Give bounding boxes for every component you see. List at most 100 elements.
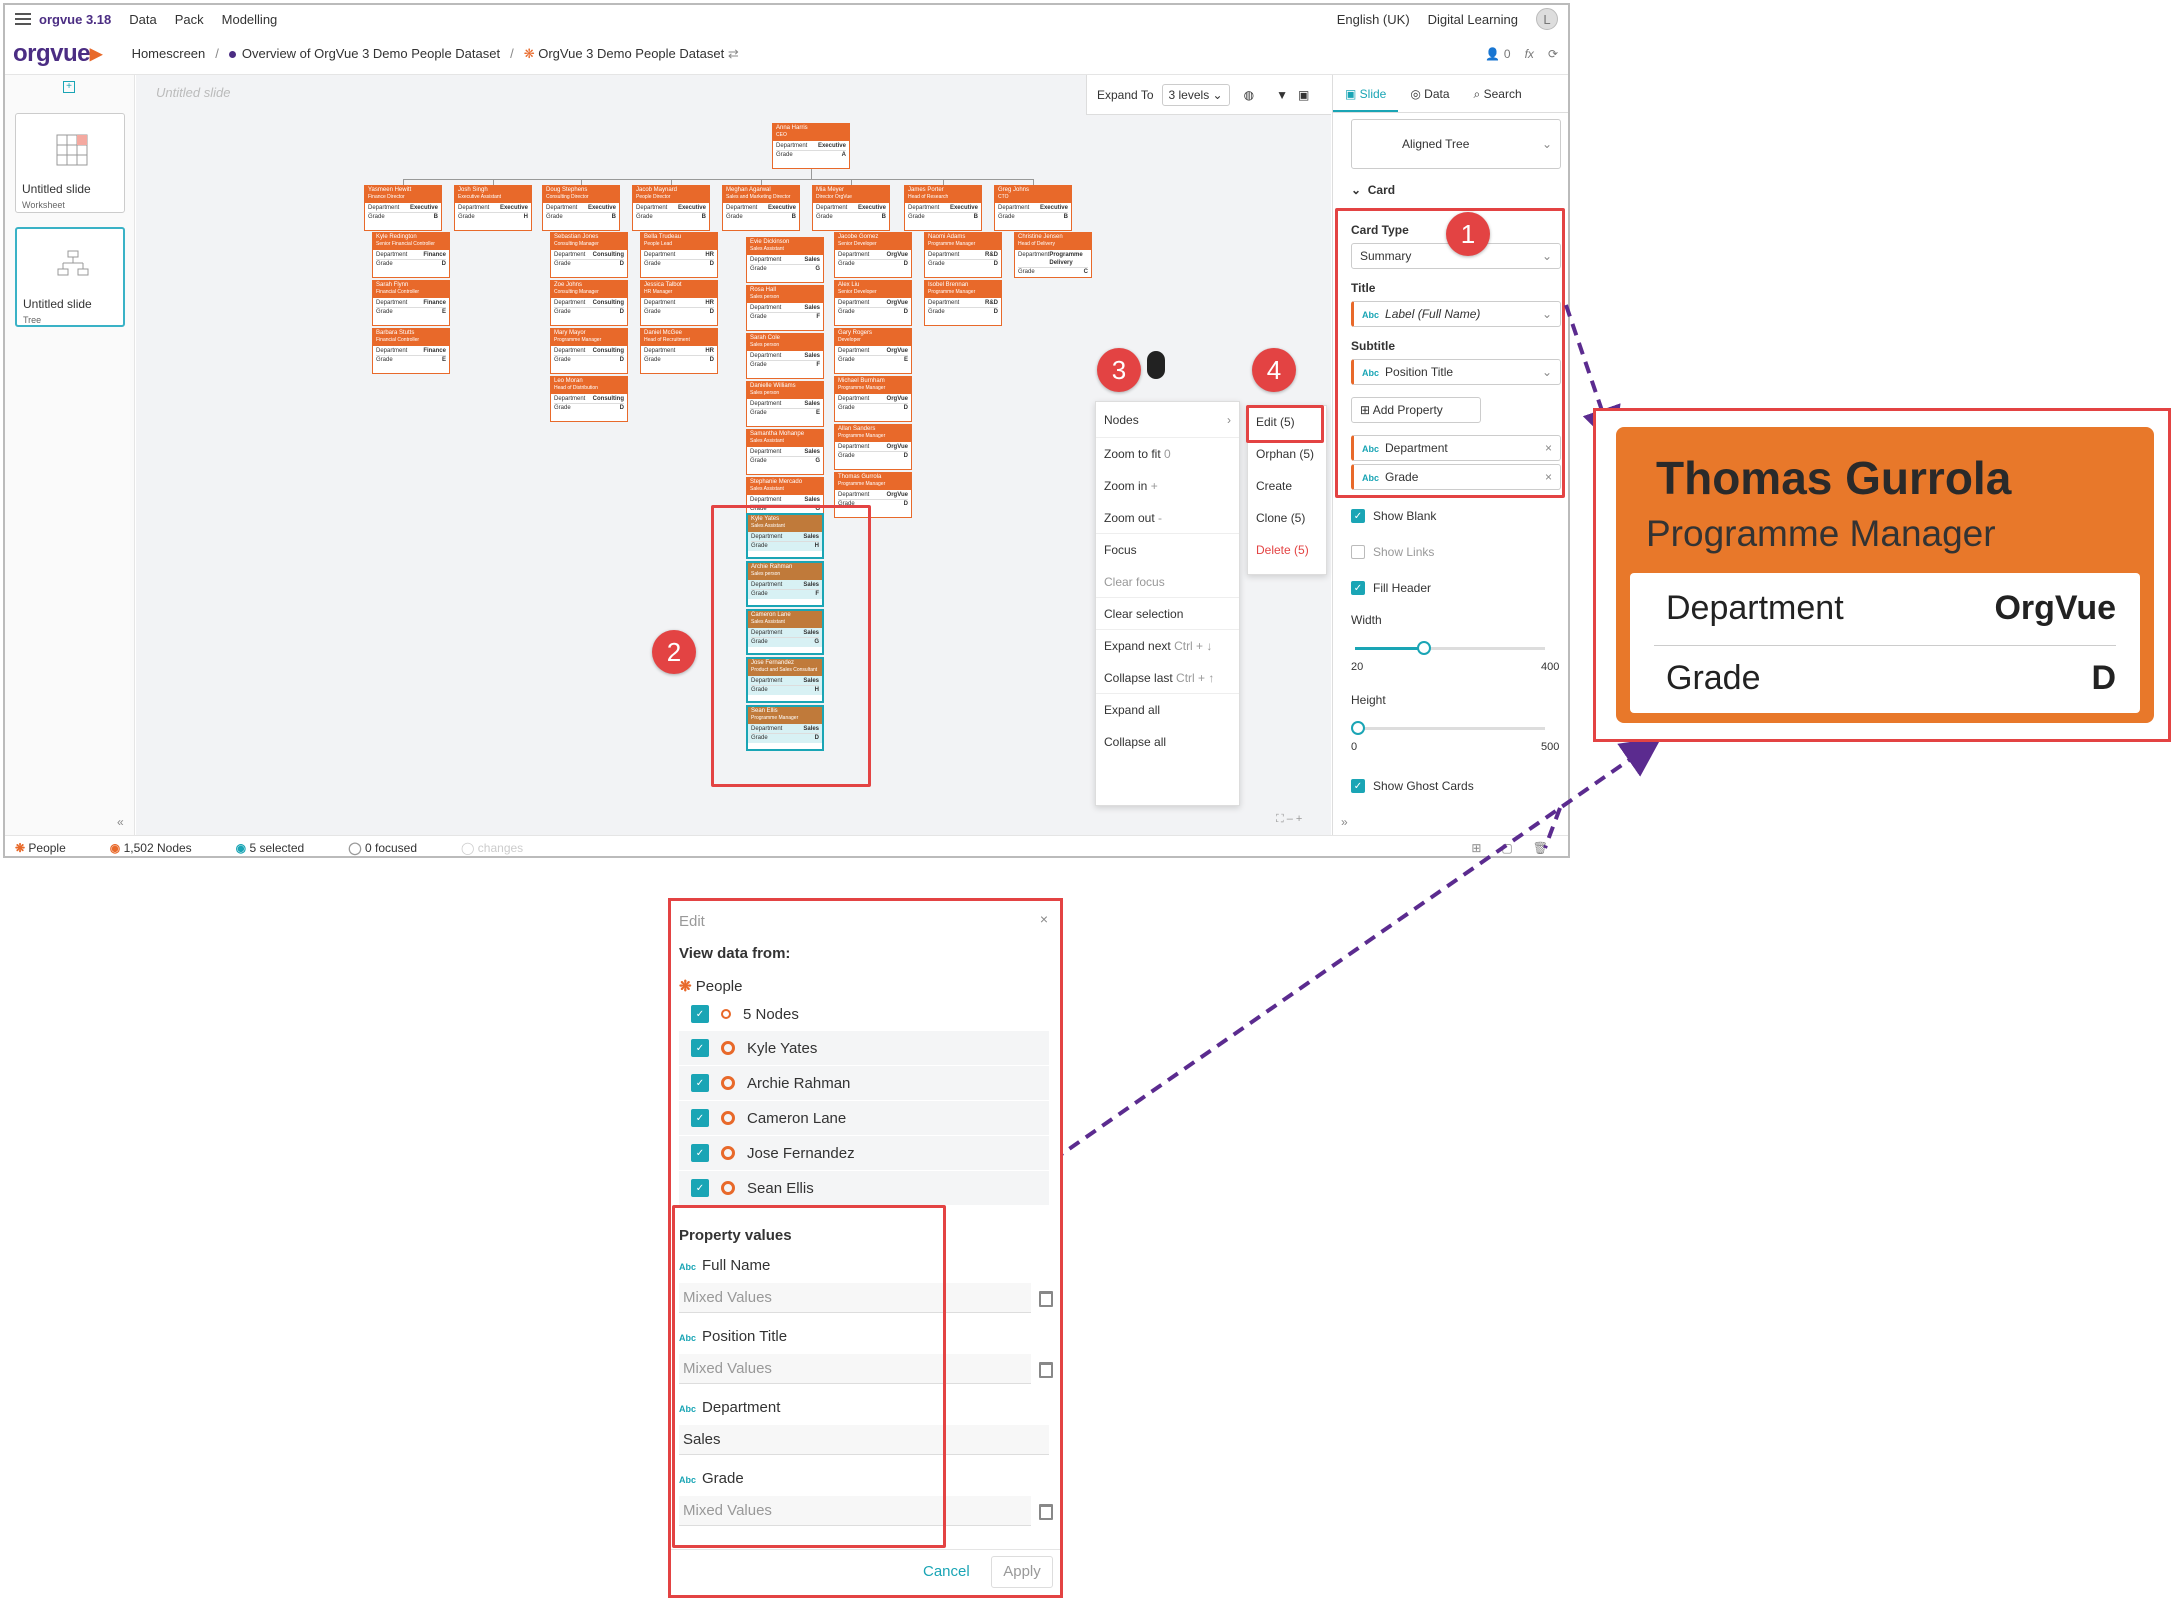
checkbox-icon[interactable]: ✓ — [691, 1109, 709, 1127]
submenu-clone[interactable]: Clone (5) — [1256, 511, 1306, 525]
menu-nodes[interactable]: Nodes› — [1096, 402, 1239, 438]
checkbox-icon[interactable]: ✓ — [691, 1074, 709, 1092]
breadcrumb-home[interactable]: Homescreen — [131, 46, 206, 61]
close-icon[interactable]: × — [1039, 911, 1048, 927]
checkbox-icon[interactable]: ✓ — [691, 1039, 709, 1057]
selected-status[interactable]: ◉ 5 selected — [235, 841, 305, 855]
tab-slide[interactable]: ▣ Slide — [1333, 75, 1399, 112]
dataset-status[interactable]: ❋ People — [15, 841, 66, 855]
tab-data[interactable]: ◎ Data — [1410, 87, 1450, 101]
zoom-controls[interactable]: ⛶ – + — [1276, 813, 1303, 825]
property-value-input[interactable]: Sales — [679, 1425, 1049, 1455]
slide-thumb-worksheet[interactable]: Untitled slide Worksheet — [15, 113, 125, 213]
orgvue-logo[interactable]: orgvue▸ — [13, 40, 102, 67]
checkbox-icon[interactable]: ✓ — [691, 1179, 709, 1197]
menu-clear-focus[interactable]: Clear focus — [1096, 566, 1239, 598]
menu-zoom-out[interactable]: Zoom out - — [1096, 502, 1239, 534]
slide-thumb-tree[interactable]: Untitled slide Tree — [15, 227, 125, 327]
person-row[interactable]: ✓Cameron Lane — [679, 1101, 1049, 1135]
expand-panel-icon[interactable]: » — [1341, 815, 1348, 829]
collapse-panel-icon[interactable]: « — [117, 815, 124, 829]
fill-header-checkbox[interactable]: ✓Fill Header — [1351, 581, 1431, 595]
property-value-input[interactable]: Mixed Values — [679, 1354, 1031, 1384]
status-actions[interactable]: ⊞ ▢ 🗑 — [1471, 841, 1548, 855]
trash-icon[interactable] — [1039, 1291, 1053, 1307]
cancel-button[interactable]: Cancel — [923, 1563, 970, 1580]
language-selector[interactable]: English (UK) — [1336, 11, 1410, 27]
person-row[interactable]: ✓Jose Fernandez — [679, 1136, 1049, 1170]
trash-icon[interactable] — [1039, 1504, 1053, 1520]
add-slide-icon[interactable]: + — [63, 81, 75, 93]
submenu-edit[interactable]: Edit (5) — [1256, 415, 1295, 429]
menu-data[interactable]: Data — [129, 11, 157, 27]
refresh-icon[interactable]: ⟳ — [1547, 46, 1558, 61]
apply-button[interactable]: Apply — [991, 1556, 1053, 1588]
submenu-orphan[interactable]: Orphan (5) — [1256, 447, 1315, 461]
layout-select[interactable]: Aligned Tree⌄ — [1351, 119, 1561, 169]
menu-pack[interactable]: Pack — [174, 11, 204, 27]
menu-collapse-last[interactable]: Collapse last Ctrl + ↑ — [1096, 662, 1239, 694]
expand-levels-select[interactable]: 3 levels ⌄ — [1161, 83, 1230, 106]
width-slider[interactable] — [1355, 641, 1545, 655]
menu-focus[interactable]: Focus — [1104, 543, 1137, 557]
person-row[interactable]: ✓Kyle Yates — [679, 1031, 1049, 1065]
filter-icon[interactable]: ▼ — [1276, 87, 1288, 102]
breadcrumb-dataset[interactable]: ❋ OrgVue 3 Demo People Dataset ⇄ — [523, 45, 739, 61]
property-value-input[interactable]: Mixed Values — [679, 1283, 1031, 1313]
checkbox-icon[interactable]: ✓ — [691, 1144, 709, 1162]
menu-expand-all[interactable]: Expand all — [1104, 703, 1161, 717]
formula-icon[interactable]: fx — [1524, 46, 1534, 61]
menu-zoom-in[interactable]: Zoom in + — [1104, 479, 1158, 493]
person-row[interactable]: ✓Archie Rahman — [679, 1066, 1049, 1100]
menu-zoom-to-fit[interactable]: Zoom to fit 0 — [1104, 447, 1171, 461]
avatar[interactable]: L — [1536, 8, 1558, 30]
submenu-delete[interactable]: Delete (5) — [1256, 543, 1309, 557]
tab-search[interactable]: ⌕ Search — [1473, 87, 1522, 101]
user-count-icon[interactable]: 👤 — [1484, 46, 1500, 61]
height-slider[interactable] — [1351, 721, 1545, 735]
hamburger-menu-icon[interactable] — [15, 13, 31, 25]
menu-clear-selection[interactable]: Clear selection — [1096, 598, 1239, 630]
add-property-button[interactable]: ⊞ Add Property — [1351, 397, 1481, 423]
show-links-checkbox[interactable]: Show Links — [1351, 545, 1434, 559]
show-blank-checkbox[interactable]: ✓Show Blank — [1351, 509, 1436, 523]
layers-icon[interactable]: ▣ — [1297, 87, 1310, 102]
